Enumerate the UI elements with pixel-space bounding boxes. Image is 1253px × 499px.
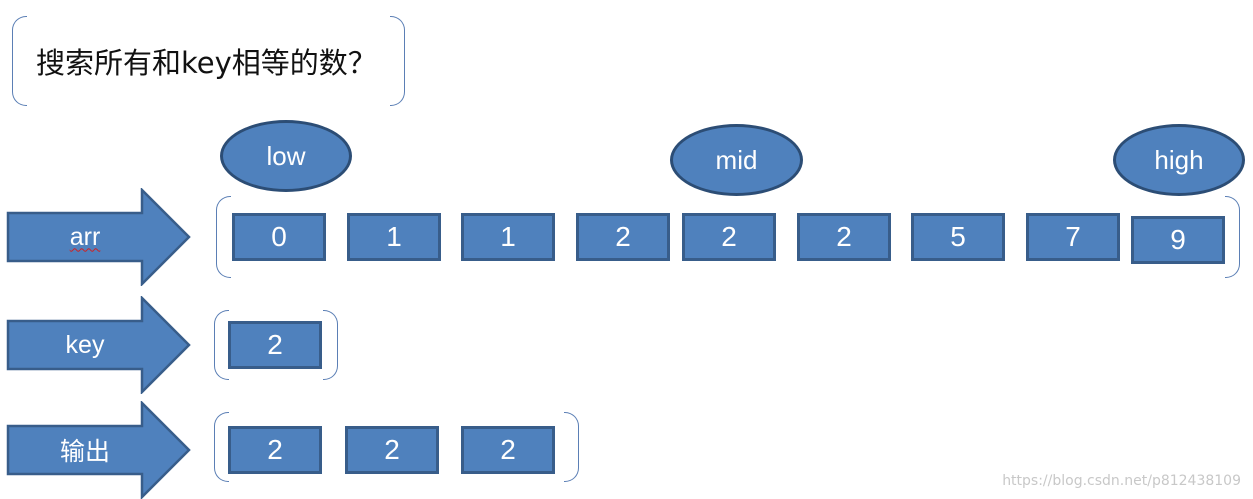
- question-box: [12, 16, 405, 106]
- arr-bracket: [216, 196, 1240, 278]
- high-pointer: high: [1113, 124, 1245, 196]
- arr-label-text: arr: [69, 222, 101, 251]
- arr-cell-5: 2: [797, 213, 891, 261]
- arr-cell-2: 1: [461, 213, 555, 261]
- low-pointer: low: [220, 120, 352, 192]
- output-label: 输出: [59, 438, 110, 466]
- output-cell-2: 2: [461, 426, 555, 474]
- arr-arrow: [6, 188, 191, 286]
- arr-cell-0: 0: [232, 213, 326, 261]
- output-cell-1: 2: [345, 426, 439, 474]
- output-bracket: [214, 412, 579, 482]
- arr-cell-3: 2: [576, 213, 670, 261]
- key-cell-0: 2: [228, 321, 322, 369]
- arr-cell-6: 5: [911, 213, 1005, 261]
- arr-label: arr: [6, 213, 164, 261]
- key-label: key: [65, 330, 105, 359]
- key-arrow: [6, 296, 191, 394]
- arr-cell-7: 7: [1026, 213, 1120, 261]
- watermark: https://blog.csdn.net/p812438109: [1002, 473, 1241, 489]
- arr-cell-8: 9: [1131, 216, 1225, 264]
- mid-pointer: mid: [670, 124, 803, 196]
- arr-cell-1: 1: [347, 213, 441, 261]
- question-text: 搜索所有和key相等的数？: [36, 46, 377, 80]
- output-arrow: [6, 401, 191, 499]
- key-bracket: [214, 310, 338, 380]
- arr-cell-4: 2: [682, 213, 776, 261]
- output-cell-0: 2: [228, 426, 322, 474]
